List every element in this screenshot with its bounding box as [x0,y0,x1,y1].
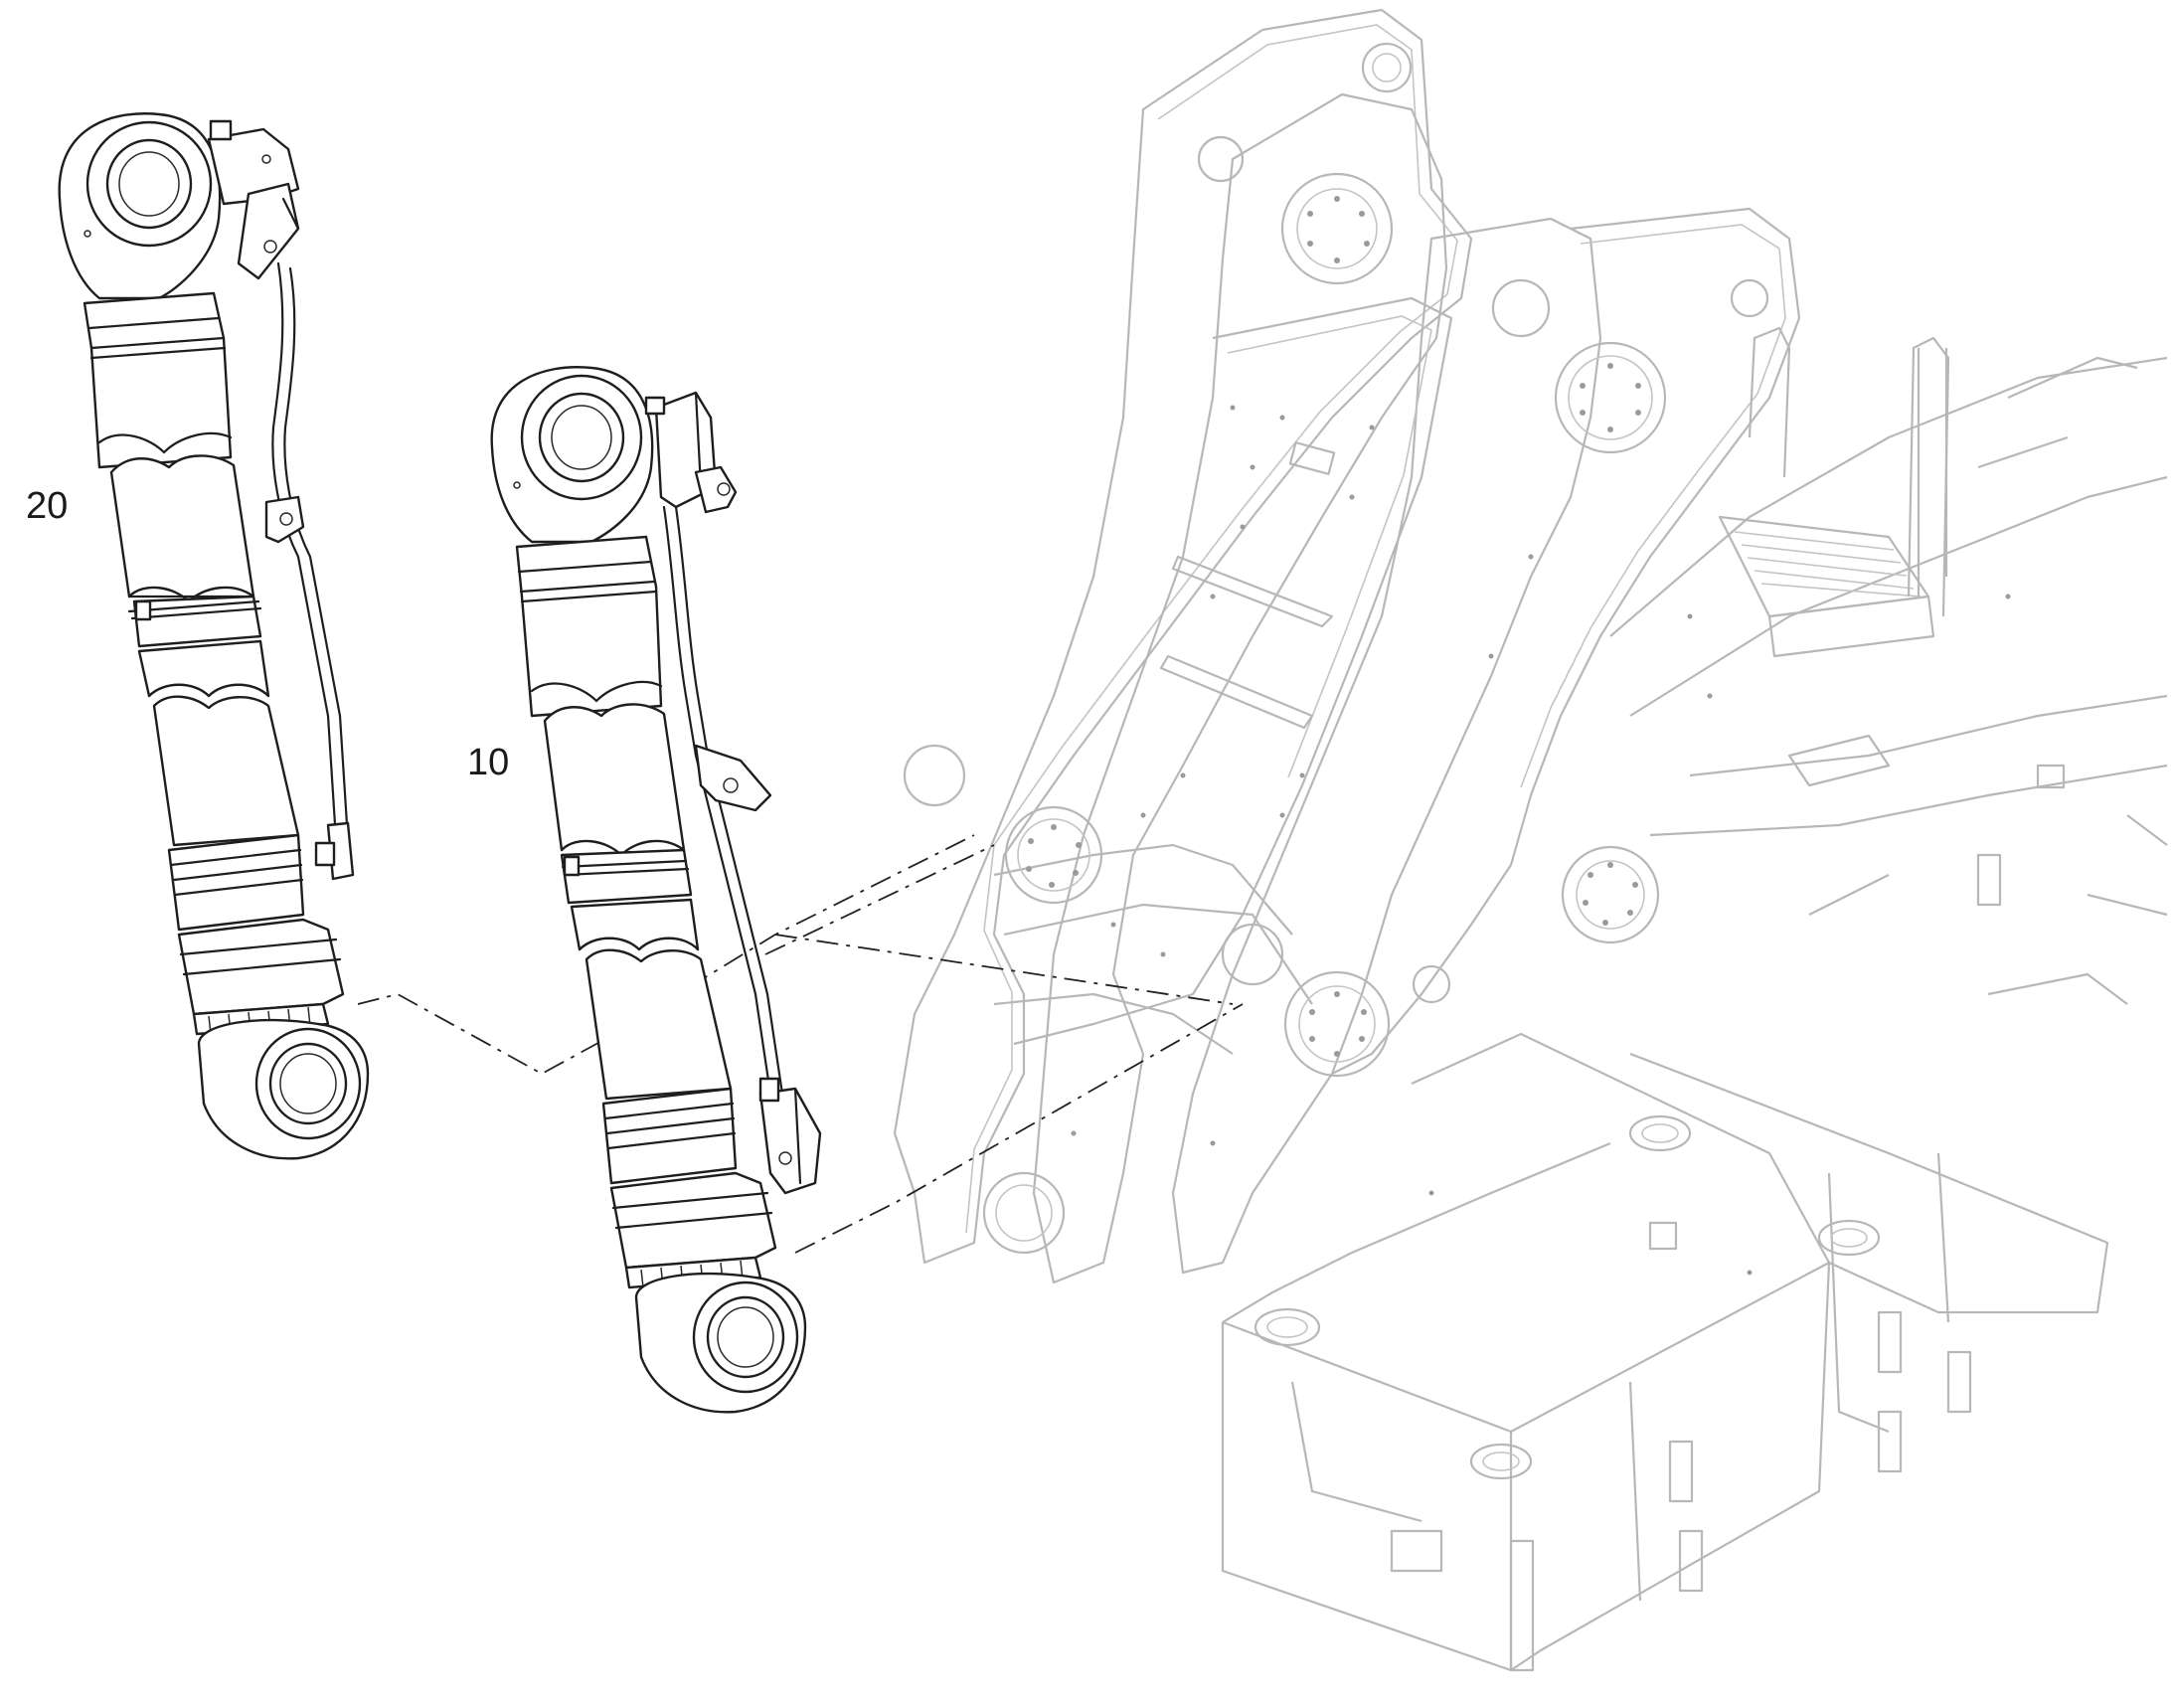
cylinder-20 [58,112,370,1160]
center-lines [357,834,1244,1254]
cylinder-10 [490,366,822,1414]
boss-bolt-pattern [1026,196,1641,1057]
machine-frame [893,8,2168,1672]
callout-10: 10 [467,742,510,783]
plate-holes [1071,405,2011,1276]
callout-20: 20 [26,485,69,527]
